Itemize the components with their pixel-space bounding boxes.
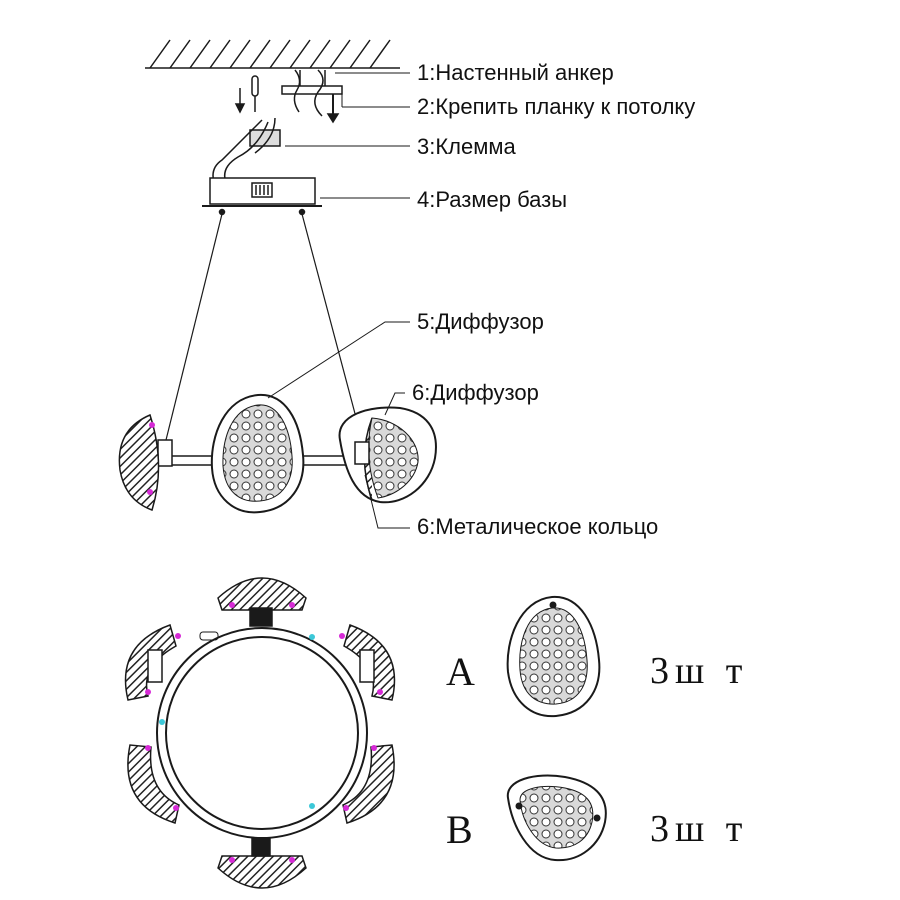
diffuser-egg-center: [210, 393, 305, 514]
top-diffuser-se: [342, 744, 395, 824]
part-a-diffuser: [506, 595, 601, 718]
diffuser-right: [338, 406, 437, 504]
terminal-block: [212, 117, 410, 191]
part-b-diffuser: [506, 774, 607, 862]
ring-top-view: [156, 627, 368, 839]
label-terminal: 3:Клемма: [417, 134, 516, 159]
top-diffuser-n: [217, 577, 307, 627]
top-diffuser-s: [217, 837, 307, 889]
part-b-letter: B: [446, 807, 473, 852]
label-diffuser-5: 5:Диффузор: [417, 309, 544, 334]
top-diffuser-nw: [124, 624, 181, 701]
label-diffuser-6: 6:Диффузор: [412, 380, 539, 405]
canopy-base: [202, 177, 322, 216]
label-metal-ring: 6:Металическое кольцо: [417, 514, 659, 539]
part-b-quantity: 3ш т: [650, 808, 749, 850]
top-diffuser-ne: [339, 624, 396, 701]
suspension-cables: [165, 213, 363, 441]
part-a-quantity: 3ш т: [650, 650, 749, 692]
top-diffuser-sw: [127, 744, 180, 824]
label-wall-anchor: 1:Настенный анкер: [417, 60, 614, 85]
label-base-size: 4:Размер базы: [417, 187, 568, 212]
label-ceiling-bar: 2:Крепить планку к потолку: [417, 94, 696, 119]
wall-anchor: [234, 69, 343, 124]
diffuser-left-side: [118, 413, 160, 511]
ceiling: [145, 39, 400, 69]
leader-lines: [267, 72, 410, 529]
part-a-letter: A: [446, 649, 475, 694]
